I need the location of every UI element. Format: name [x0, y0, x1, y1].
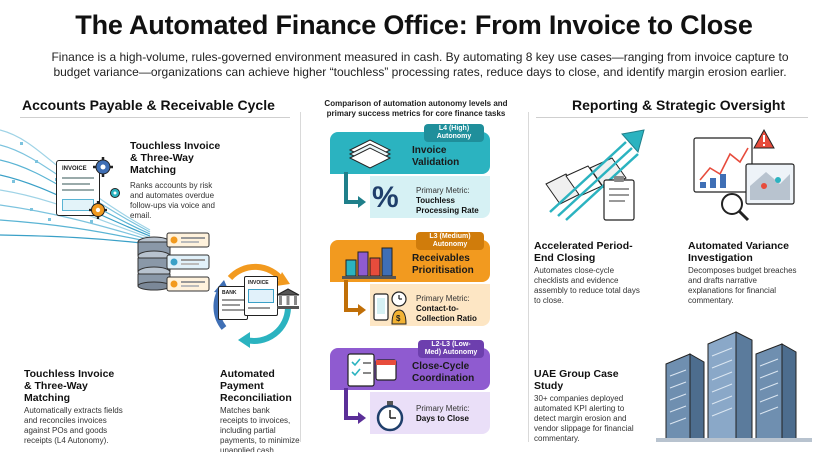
left-block1-title: Touchless Invoice & Three-Way Matching	[130, 140, 221, 176]
phone-money-icon: $	[373, 291, 407, 325]
left-block3-title: Automated Payment Reconciliation	[220, 368, 292, 404]
percent-icon: %	[372, 181, 399, 214]
office-buildings-illustration	[656, 331, 812, 442]
server-stack-icon	[137, 236, 171, 291]
svg-text:$: $	[396, 314, 401, 323]
card-title: Invoice Validation	[412, 145, 460, 168]
down-right-arrow-icon	[344, 388, 366, 424]
metric-label: Primary Metric:	[416, 404, 470, 413]
priority-blocks-icon	[342, 247, 396, 279]
card-metric-panel	[370, 176, 490, 218]
autonomy-card-close-cycle: L2-L3 (Low-Med) Autonomy Close-Cycle Coo…	[330, 340, 490, 438]
stopwatch-icon	[376, 401, 404, 432]
gear-icon	[89, 201, 107, 219]
down-right-arrow-icon	[344, 280, 366, 316]
comparison-caption: Comparison of automation autonomy levels…	[324, 99, 508, 118]
left-block2-title: Touchless Invoice & Three-Way Matching	[24, 368, 115, 404]
card-metric-panel	[370, 284, 490, 326]
right-block1-text: Automates close-cycle checklists and evi…	[534, 266, 640, 305]
autonomy-card-receivables: L3 (Medium) Autonomy Receivables Priorit…	[330, 232, 490, 330]
right-block2-text: Decomposes budget breaches and drafts na…	[688, 266, 797, 305]
metric-value: Contact-to-Collection Ratio	[416, 304, 477, 323]
document-stack-icon	[348, 139, 392, 169]
autonomy-level-badge: L2-L3 (Low-Med) Autonomy	[418, 340, 484, 358]
intro-paragraph: Finance is a high-volume, rules-governed…	[51, 50, 789, 79]
left-block2-text: Automatically extracts fields and reconc…	[24, 406, 123, 445]
metric-label: Primary Metric:	[416, 294, 470, 303]
down-right-arrow-icon	[344, 172, 366, 208]
variance-analysis-illustration	[693, 128, 795, 222]
right-block3-text: 30+ companies deployed automated KPI ale…	[534, 394, 634, 443]
right-heading-rule	[536, 117, 808, 118]
left-block1-text: Ranks accounts by risk and automates ove…	[130, 181, 215, 220]
contact-card-icon	[166, 276, 210, 292]
metric-label: Primary Metric:	[416, 186, 470, 195]
bank-label: BANK	[222, 290, 237, 296]
gear-icon	[110, 188, 120, 198]
metric-value: Touchless Processing Rate	[416, 196, 479, 215]
card-title: Receivables Prioritisation	[412, 253, 474, 276]
right-block3-title: UAE Group Case Study	[534, 368, 619, 392]
matched-invoice-document: INVOICE	[244, 276, 278, 316]
page-title: The Automated Finance Office: From Invoi…	[75, 10, 753, 40]
autonomy-card-invoice-validation: L4 (High) Autonomy Invoice Validation % …	[330, 124, 490, 222]
bank-building-icon	[276, 288, 300, 309]
card-title: Close-Cycle Coordination	[412, 361, 475, 384]
contact-card-icon	[166, 254, 210, 270]
autonomy-level-badge: L4 (High) Autonomy	[424, 124, 484, 142]
gear-icon	[93, 157, 113, 177]
right-section-heading: Reporting & Strategic Oversight	[572, 97, 786, 113]
bank-statement-document: BANK	[218, 286, 248, 320]
left-heading-rule	[20, 117, 290, 118]
metric-value: Days to Close	[416, 414, 469, 423]
right-block1-title: Accelerated Period-End Closing	[534, 240, 633, 264]
checklist-calendar-icon	[347, 353, 397, 387]
right-divider	[528, 112, 529, 442]
invoice-label-small: INVOICE	[248, 280, 269, 286]
autonomy-level-badge: L3 (Medium) Autonomy	[416, 232, 484, 250]
contact-card-icon	[166, 232, 210, 248]
left-divider	[300, 112, 301, 442]
right-block2-title: Automated Variance Investigation	[688, 240, 789, 264]
invoice-label: INVOICE	[62, 166, 87, 172]
left-block3-text: Matches bank receipts to invoices, inclu…	[220, 406, 300, 452]
left-section-heading: Accounts Payable & Receivable Cycle	[22, 97, 275, 113]
growth-arrow-documents-illustration	[545, 129, 645, 221]
